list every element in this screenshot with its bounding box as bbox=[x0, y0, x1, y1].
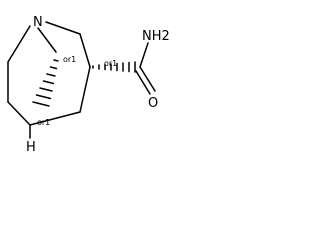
bond-n1-c8 bbox=[37, 27, 57, 53]
atom-h: H bbox=[26, 140, 36, 155]
stereo-label-bridge: or1 bbox=[63, 55, 76, 64]
bond-n1-c2 bbox=[45, 21, 81, 35]
bond-n1-c7 bbox=[7, 25, 31, 63]
bond-c-o-1 bbox=[139, 66, 156, 92]
bond-c6-c5 bbox=[7, 101, 31, 126]
ring-bonds bbox=[7, 21, 91, 126]
bond-c-o-2 bbox=[135, 70, 151, 95]
atom-nh2: NH2 bbox=[142, 29, 170, 44]
chemical-structure: N NH2 O H or1 or1 or1 bbox=[7, 15, 170, 155]
atom-n1: N bbox=[33, 15, 43, 30]
atom-o: O bbox=[148, 96, 158, 111]
bond-c-nh2 bbox=[139, 42, 149, 68]
stereo-label-c5: or1 bbox=[37, 118, 50, 127]
stereo-label-c3: or1 bbox=[104, 59, 117, 68]
hashed-wedge-c3-amide bbox=[92, 61, 136, 73]
hashed-wedge-bridge-c5 bbox=[32, 59, 59, 107]
bond-c4-c5 bbox=[29, 111, 81, 126]
amide-group bbox=[135, 42, 156, 95]
bond-c2-c3 bbox=[79, 33, 91, 68]
bond-c3-c4 bbox=[79, 66, 91, 113]
